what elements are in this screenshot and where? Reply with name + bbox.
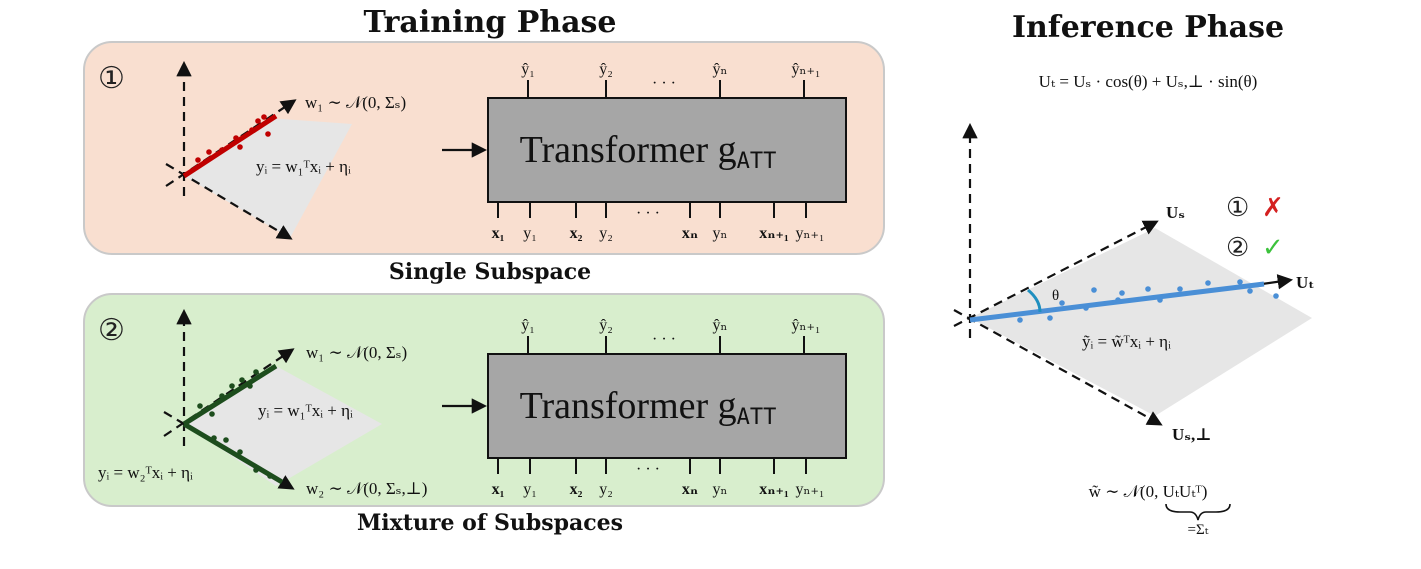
- panel2-input-y1: y₁: [523, 481, 537, 498]
- panel1-input-ticks: [497, 202, 807, 218]
- panel2-input-x2: x₂: [570, 481, 583, 498]
- panel2-w1-distribution: w₁ ∼ 𝒩(0, Σₛ): [306, 343, 407, 362]
- panel2-output-ellipsis: · · ·: [652, 331, 676, 348]
- inference-y-equation: ỹᵢ = w̃ᵀxᵢ + ηᵢ: [1082, 332, 1171, 351]
- panel2-input-y2: y₂: [599, 481, 613, 498]
- panel-mixture-subspaces: ② w₁ ∼ 𝒩(0, Σₛ) yᵢ = w₁ᵀxᵢ + ηᵢ yᵢ = w₂ᵀ…: [83, 293, 885, 507]
- panel1-output-yn1: ŷₙ₊₁: [792, 61, 821, 78]
- cross-icon: ✗: [1262, 193, 1284, 223]
- panel1-input-y1: y₁: [523, 225, 537, 242]
- panel2-output-y1: ŷ₁: [521, 317, 535, 334]
- panel1-data-points: [195, 114, 271, 163]
- inference-equation: Uₜ = Uₛ · cos(θ) + Uₛ,⊥ · sin(θ): [1039, 72, 1258, 91]
- training-phase-title: Training Phase: [363, 5, 616, 40]
- panel1-marker: ①: [98, 61, 125, 96]
- panel1-output-ellipsis: · · ·: [652, 75, 676, 92]
- panel2-output-yn: ŷₙ: [713, 317, 728, 334]
- panel1-input-x1: x₁: [492, 225, 505, 242]
- inference-option2-marker: ②: [1226, 233, 1249, 263]
- inference-theta-label: θ: [1052, 288, 1059, 304]
- panel1-output-yn: ŷₙ: [713, 61, 728, 78]
- panel1-output-ticks: [527, 80, 805, 98]
- check-icon: ✓: [1262, 233, 1284, 263]
- panel2-input-ticks: [497, 458, 807, 474]
- inference-underbrace: [1165, 503, 1231, 521]
- panel1-y-equation: yᵢ = w₁ᵀxᵢ + ηᵢ: [256, 157, 351, 176]
- panel2-output-yn1: ŷₙ₊₁: [792, 317, 821, 334]
- inference-w-distribution: w̃ ∼ 𝒩(0, UₜUₜᵀ): [1089, 482, 1208, 501]
- panel2-output-y2: ŷ₂: [599, 317, 613, 334]
- panel1-output-y1: ŷ₁: [521, 61, 535, 78]
- panel2-input-x1: x₁: [492, 481, 505, 498]
- panel2-input-yn: yₙ: [713, 481, 728, 498]
- inference-theta-arc: [1027, 288, 1042, 313]
- inference-axis-U-sperp: [953, 309, 1163, 426]
- panel1-input-ellipsis: · · ·: [636, 205, 660, 222]
- panel1-w-distribution: w₁ ∼ 𝒩(0, Σₛ): [305, 93, 406, 112]
- panel1-output-y2: ŷ₂: [599, 61, 613, 78]
- mixture-of-subspaces-label: Mixture of Subspaces: [357, 510, 623, 536]
- inference-U-s-label: Uₛ: [1166, 203, 1185, 222]
- inference-sigma-t-label: =Σₜ: [1188, 522, 1209, 538]
- inference-option1-marker: ①: [1226, 193, 1249, 223]
- panel1-input-y2: y₂: [599, 225, 613, 242]
- inference-panel: Uₜ = Uₛ · cos(θ) + Uₛ,⊥ · sin(θ) θ Uₛ Uₜ…: [953, 72, 1315, 538]
- panel1-input-xn: xₙ: [682, 225, 698, 242]
- panel2-input-xn: xₙ: [682, 481, 698, 498]
- panel2-subspace-line-2: [182, 421, 284, 485]
- panel2-w2-distribution: w₂ ∼ 𝒩(0, Σₛ,⊥): [306, 479, 427, 498]
- panel2-transformer-label: Transformer gATT: [520, 385, 777, 430]
- panel2-transformer-box[interactable]: [487, 353, 847, 459]
- inference-phase-title: Inference Phase: [1012, 10, 1284, 45]
- panel2-y1-equation: yᵢ = w₁ᵀxᵢ + ηᵢ: [258, 401, 353, 420]
- panel2-marker: ②: [98, 313, 125, 348]
- inference-U-t-label: Uₜ: [1296, 273, 1315, 292]
- panel1-input-yn1: yₙ₊₁: [796, 225, 825, 242]
- panel1-transformer-box[interactable]: [487, 97, 847, 203]
- panel1-axis-diag-down: [165, 163, 293, 240]
- inference-U-sperp-label: Uₛ,⊥: [1172, 425, 1212, 444]
- panel1-input-xn1: xₙ₊₁: [759, 225, 789, 242]
- inference-plane: [970, 228, 1312, 416]
- panel2-subspace-line-1: [182, 363, 278, 427]
- panel1-transformer-label: Transformer gATT: [520, 129, 777, 174]
- panel2-input-yn1: yₙ₊₁: [796, 481, 825, 498]
- panel2-output-ticks: [527, 336, 805, 354]
- inference-axis-U-s: [953, 220, 1159, 327]
- single-subspace-label: Single Subspace: [389, 259, 591, 285]
- panel2-y2-equation: yᵢ = w₂ᵀxᵢ + ηᵢ: [98, 463, 193, 482]
- panel1-subspace-line: [182, 113, 278, 179]
- panel2-input-ellipsis: · · ·: [636, 461, 660, 478]
- panel2-axis-diag-up: [163, 348, 295, 437]
- panel1-input-x2: x₂: [570, 225, 583, 242]
- inference-data-points: [1017, 279, 1279, 323]
- panel1-input-yn: yₙ: [713, 225, 728, 242]
- panel2-input-xn1: xₙ₊₁: [759, 481, 789, 498]
- panel2-data-points: [197, 369, 273, 479]
- inference-axis-U-t[interactable]: [1261, 274, 1294, 290]
- panel-single-subspace: ① w₁ ∼ 𝒩(0, Σₛ) yᵢ = w₁ᵀxᵢ + ηᵢ Transfor…: [83, 41, 885, 255]
